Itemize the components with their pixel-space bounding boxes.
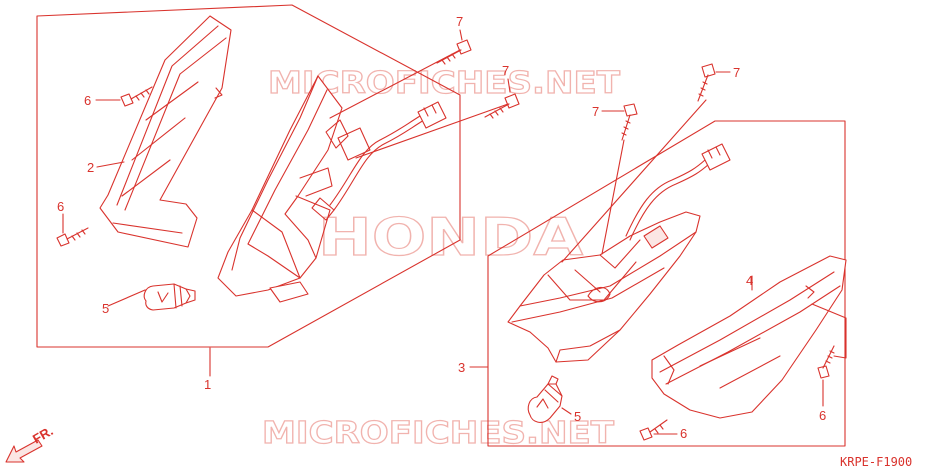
- callout-7-a: 7: [456, 14, 463, 29]
- screw-7-b: [484, 93, 520, 119]
- callout-5-right: 5: [574, 409, 581, 424]
- screw-6-c: [817, 345, 835, 379]
- right-housing: [507, 211, 701, 363]
- callout-6-d: 6: [680, 426, 687, 441]
- screw-6-b: [56, 227, 89, 247]
- left-housing: [217, 75, 349, 303]
- callout-7-c: 7: [733, 65, 740, 80]
- right-lens-part: [651, 255, 847, 419]
- assembly-frame-right: [487, 120, 846, 447]
- screw-6-a: [120, 86, 153, 107]
- right-wire: [625, 159, 706, 237]
- callout-6-c: 6: [819, 408, 826, 423]
- front-direction-arrow: FR.: [5, 423, 56, 463]
- callout-4: 4: [746, 273, 753, 288]
- left-lens-part: [99, 15, 232, 248]
- left-wire: [329, 115, 421, 206]
- callout-2: 2: [87, 160, 94, 175]
- callout-3: 3: [458, 360, 465, 375]
- left-winker-assembly: [36, 4, 520, 377]
- left-connector: [417, 101, 447, 129]
- watermark-brand: HONDA: [318, 208, 583, 268]
- left-bulb: [143, 283, 196, 311]
- callout-7-d: 7: [592, 104, 599, 119]
- right-connector: [701, 143, 731, 171]
- screw-7-c: [697, 63, 716, 102]
- callout-1: 1: [204, 377, 211, 392]
- right-bulb: [527, 375, 563, 423]
- diagram-code: KRPE-F1900: [840, 455, 912, 469]
- screw-7-a: [436, 39, 472, 65]
- callout-5-left: 5: [102, 301, 109, 316]
- assembly-frame-left: [36, 4, 461, 348]
- screw-7-d: [621, 103, 638, 141]
- callout-6-b: 6: [57, 199, 64, 214]
- callout-7-b: 7: [502, 63, 509, 78]
- callout-6-a: 6: [84, 93, 91, 108]
- screw-6-d: [639, 419, 668, 441]
- right-winker-assembly: [487, 63, 847, 447]
